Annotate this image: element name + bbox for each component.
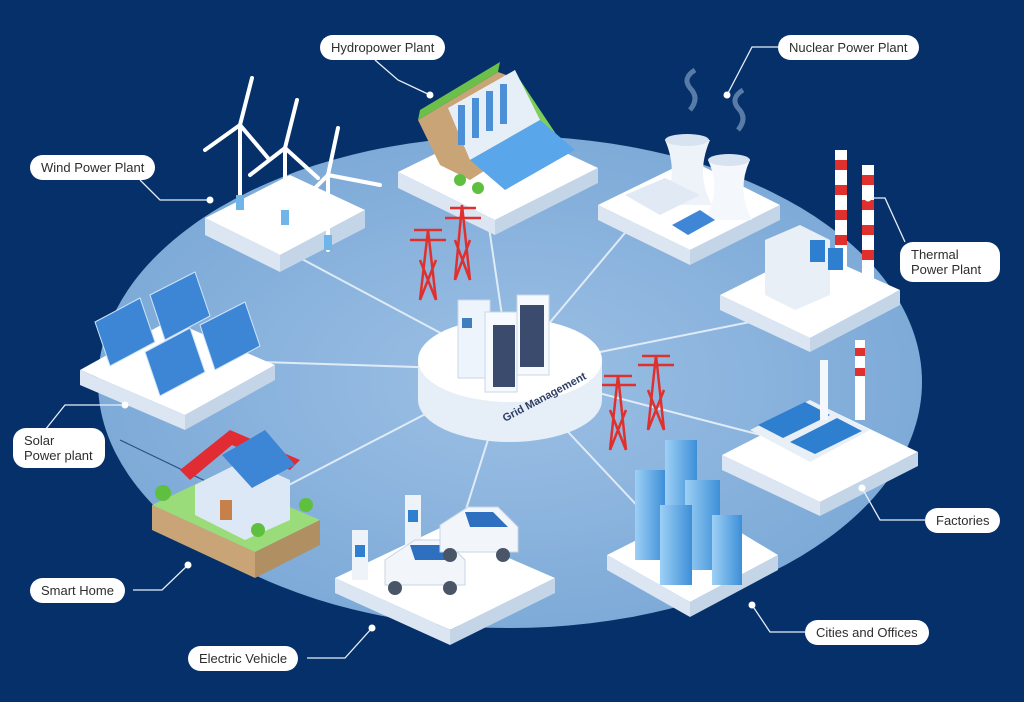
solar-power-plant [80,271,275,430]
factories [722,340,918,516]
transmission-towers [410,204,674,451]
electric-vehicle-station [335,495,555,645]
label-solar-power-plant: Solar Power plant [13,428,105,468]
label-thermal-power-plant: Thermal Power Plant [900,242,1000,282]
label-factories: Factories [925,508,1001,533]
label-electric-vehicle: Electric Vehicle [188,646,299,671]
label-thermal-line1: Thermal [911,247,959,262]
wind-power-plant [203,76,382,272]
label-solar-line2: Power plant [24,448,93,463]
label-solar-line1: Solar [24,433,55,448]
label-hydropower-plant: Hydropower Plant [320,35,446,60]
cities-and-offices [607,440,778,617]
label-nuclear-power-plant: Nuclear Power Plant [778,35,919,60]
grid-management-hub[interactable]: Grid Management [418,294,602,442]
thermal-power-plant [720,150,900,352]
label-anchor-dots [121,91,872,632]
nuclear-power-plant [598,67,780,265]
label-smart-home: Smart Home [30,578,125,603]
label-leader-lines [44,46,925,659]
label-cities-and-offices: Cities and Offices [805,620,929,645]
smart-home [152,430,320,578]
label-thermal-line2: Power Plant [911,262,982,277]
label-wind-power-plant: Wind Power Plant [30,155,156,180]
